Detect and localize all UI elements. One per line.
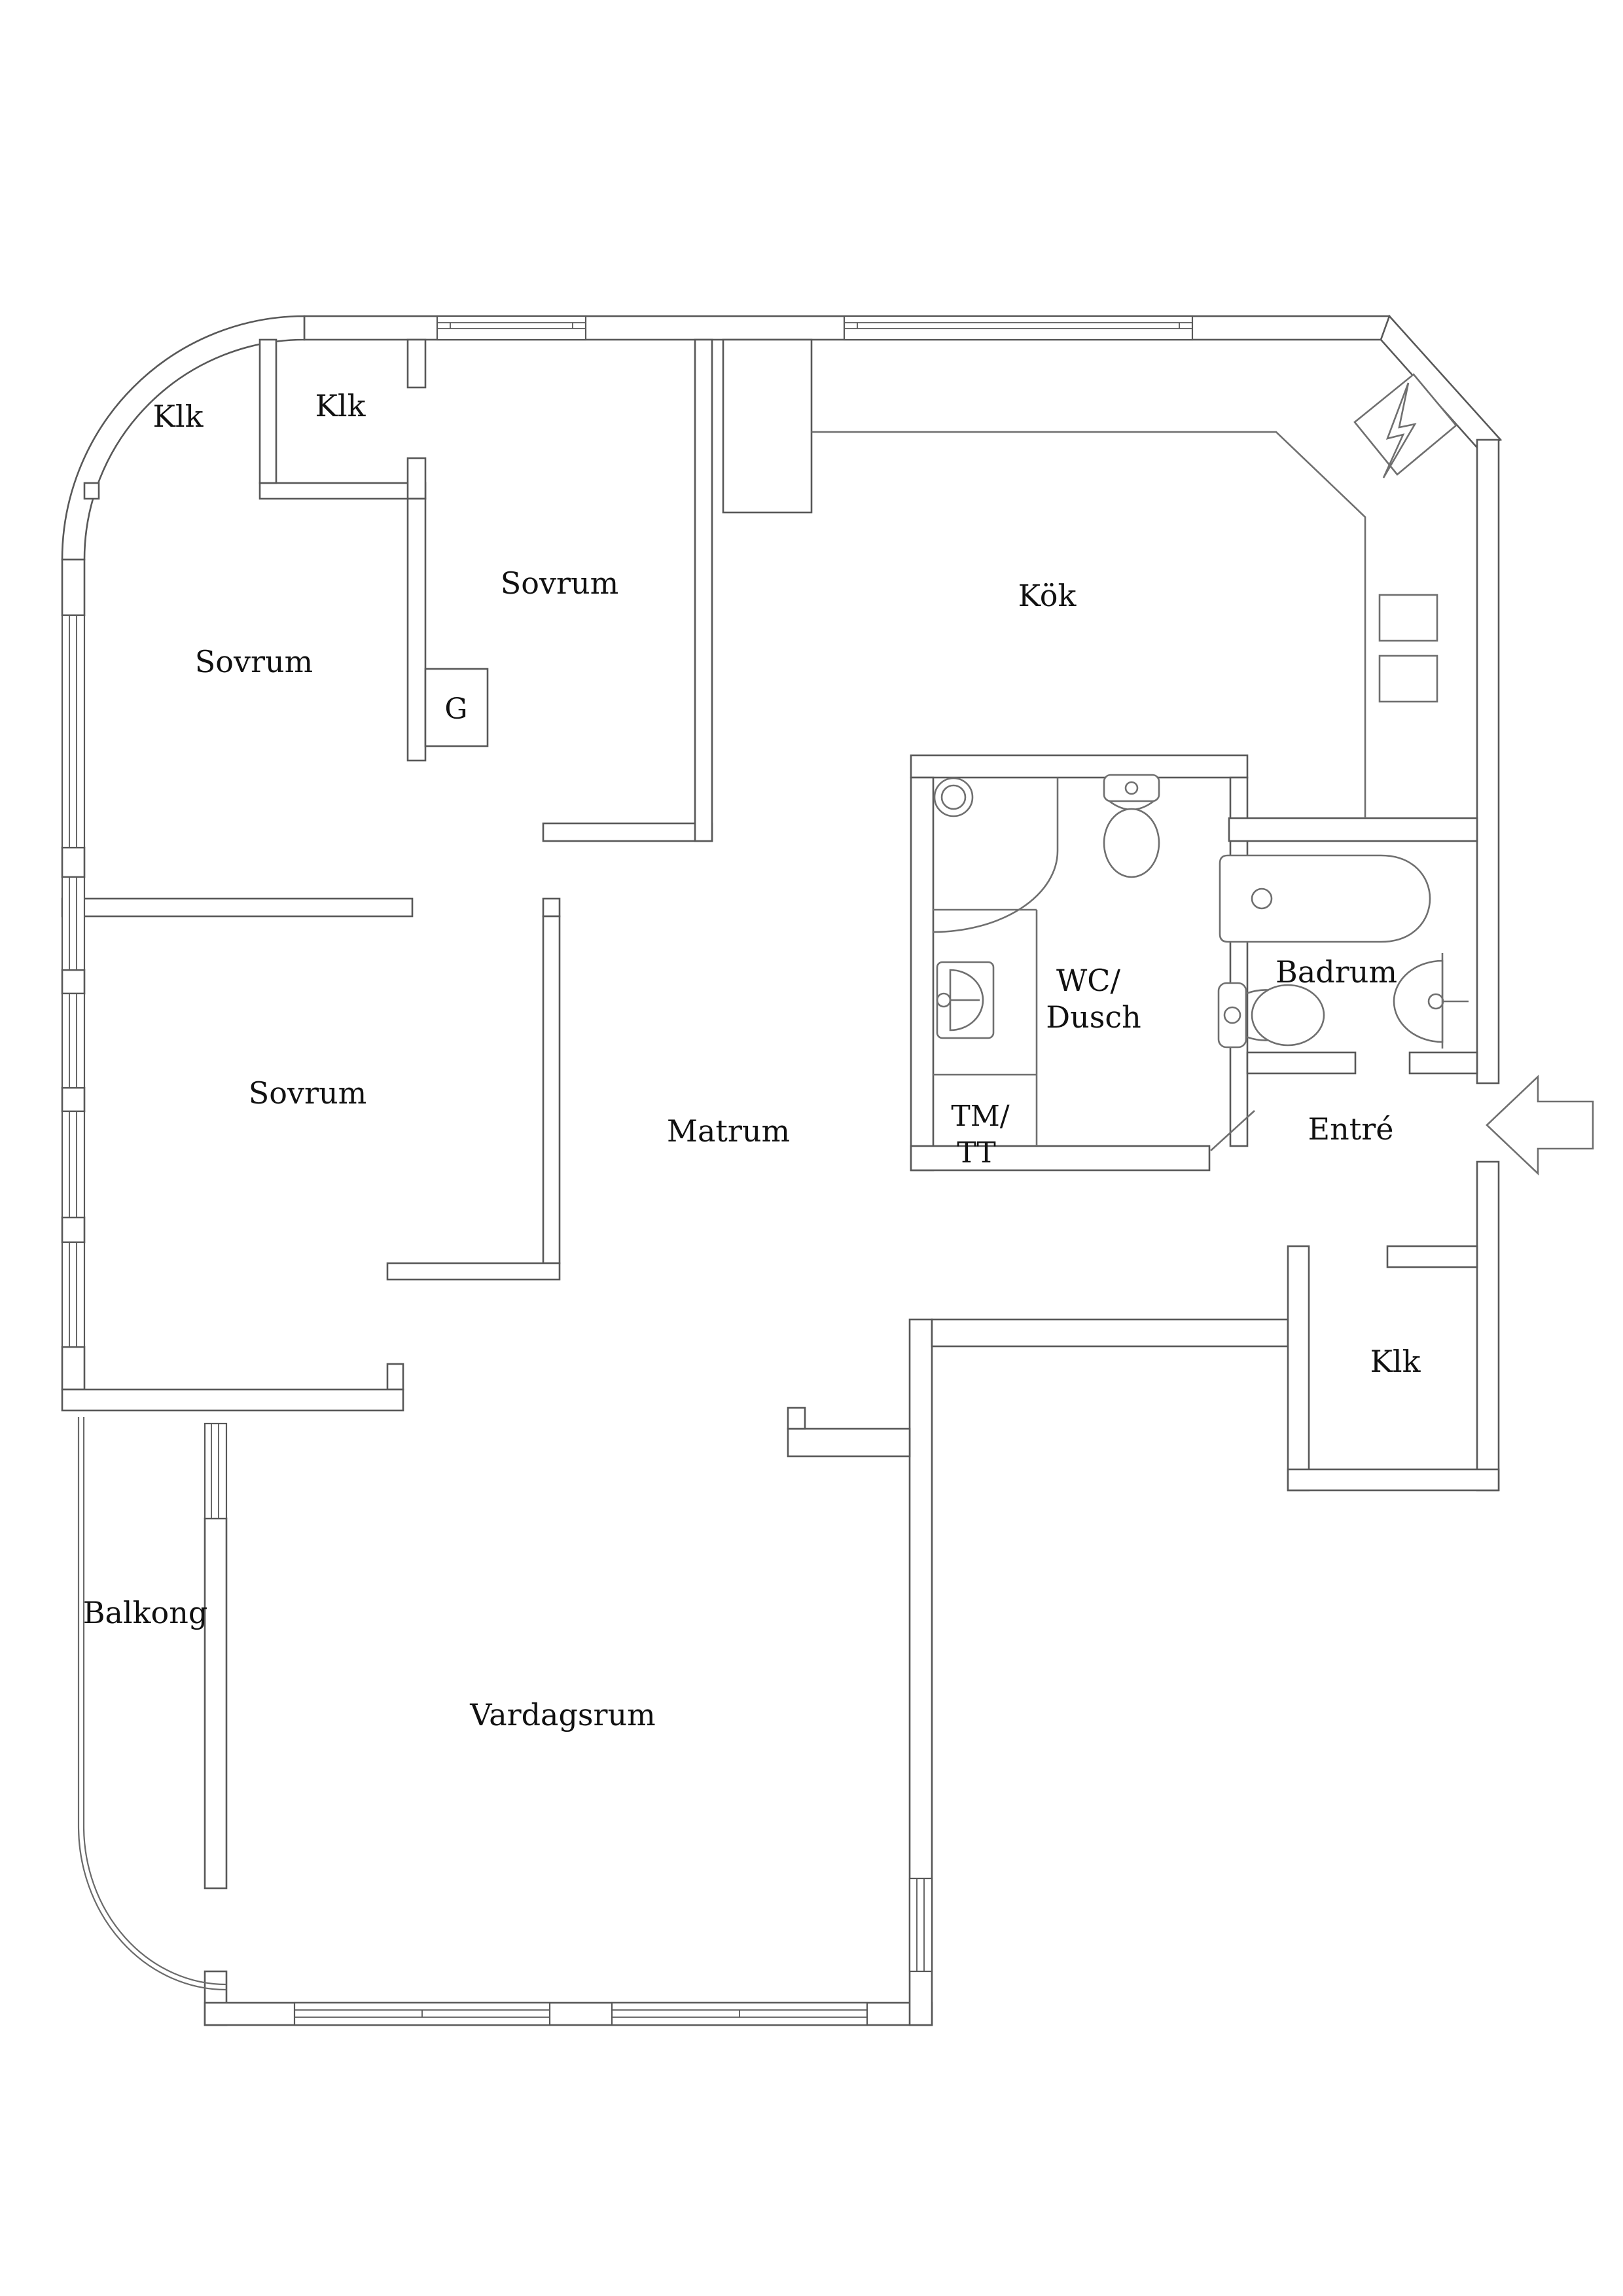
wall-wc-west (910, 776, 935, 1172)
window-livingroom-bottom-2 (611, 2001, 868, 2026)
laundry-bay (933, 908, 1038, 1146)
room-label-balcony: Balkong (83, 1595, 208, 1630)
room-label-dining: Matrum (667, 1113, 790, 1149)
window-livingroom-bottom-1 (293, 2001, 551, 2026)
wall-bedroom-top-east (694, 338, 713, 842)
wall-bedroom-top-west (406, 497, 427, 762)
wall-hallcloset-top (1386, 1245, 1478, 1268)
wall-left (61, 1346, 86, 1391)
wall-livingroom-left (204, 1517, 228, 1890)
room-label-laundry-line1: TM/ (951, 1100, 1009, 1133)
wall-wc-top (910, 754, 1249, 779)
wall-kitchen-shaft (722, 338, 813, 514)
wall-hallcloset-bottom (1287, 1468, 1500, 1492)
wall-bathroom-south-jamb (1408, 1051, 1478, 1075)
wall-bedrooms-divider (61, 897, 414, 918)
wall-livingroom-top (787, 1427, 911, 1458)
room-label-closet-top: Klk (315, 388, 366, 423)
door-jamb-bedroom-left (542, 897, 561, 918)
kitchen-counter (812, 431, 1366, 818)
room-label-kitchen: Kök (1018, 578, 1077, 613)
wall-closets-bottom (259, 482, 427, 500)
wall-left (61, 969, 86, 995)
shower-drain-icon (933, 777, 974, 817)
bathtub (1219, 854, 1431, 943)
room-label-wc-line2: Dusch (1046, 999, 1141, 1035)
toilet-wc (1103, 774, 1160, 878)
windows (61, 315, 1194, 2026)
door-jamb-bedroom-mid (386, 1363, 404, 1391)
room-label-entrance: Entré (1308, 1111, 1394, 1147)
window-left-1 (61, 614, 86, 849)
room-label-bedroom-middle: Sovrum (249, 1075, 366, 1111)
kitchen-appliance-1 (1378, 594, 1438, 642)
bathroom-fixtures (1217, 854, 1469, 1049)
shower-drain-icon (940, 784, 967, 810)
room-label-bedroom-top: Sovrum (501, 565, 618, 601)
room-label-bathroom: Badrum (1275, 954, 1397, 990)
wall-closet-divider (259, 338, 277, 484)
room-labels: Klk Klk Sovrum Kök Sovrum G Sovrum Matru… (83, 388, 1421, 1732)
window-left-2 (61, 876, 86, 971)
door-jamb-livingroom (787, 1407, 806, 1430)
wc-door-leaf (1210, 1110, 1255, 1151)
window-left-5 (61, 1241, 86, 1348)
window-livingroom-right (908, 1877, 933, 1973)
door-jamb-closet1 (83, 482, 100, 500)
wall-bedroom-mid-bottom (61, 1388, 404, 1412)
kitchen-appliance-2 (1378, 655, 1438, 703)
interior-walls (61, 338, 1500, 2026)
room-label-laundry-line2: TT (957, 1136, 996, 1170)
balcony-railing (77, 1417, 227, 1991)
wall-bedroom-top-bottom (542, 822, 713, 842)
wall-bedroom-mid-east (542, 915, 561, 1265)
toilet-bathroom (1217, 982, 1325, 1049)
balcony-door (204, 1422, 228, 1520)
wc-shower-fixtures (933, 774, 1255, 1151)
shower-door-arc (933, 850, 1059, 933)
room-label-bedroom-left: Sovrum (195, 644, 313, 679)
wall-closet2-right-stub (406, 338, 427, 389)
room-label-wardrobe: G (444, 692, 467, 726)
wall-rounded-corner (61, 315, 306, 561)
entrance-arrow-icon (1486, 1074, 1594, 1176)
washbasin-wc (936, 961, 995, 1039)
wall-closet2-right (406, 457, 427, 500)
window-top-bedroom (436, 315, 587, 341)
window-left-3 (61, 992, 86, 1089)
kitchen-fittings (812, 373, 1457, 818)
room-label-closet-hall: Klk (1370, 1344, 1421, 1379)
washbasin-bathroom (1393, 953, 1469, 1049)
window-top-kitchen (843, 315, 1194, 341)
wall-hallcloset-left (1287, 1245, 1310, 1492)
wall-right-upper (1476, 439, 1500, 1085)
wall-bathroom-south (1246, 1051, 1357, 1075)
window-left-4 (61, 1110, 86, 1219)
wall-bathroom-top (1228, 817, 1478, 842)
room-label-wc-line1: WC/ (1056, 963, 1120, 998)
room-label-livingroom: Vardagsrum (469, 1697, 656, 1732)
wardrobe-box (424, 668, 489, 747)
wall-left (61, 1216, 86, 1244)
wall-hall-bottom (931, 1318, 1289, 1348)
lightning-bolt-icon (1382, 382, 1417, 478)
wall-bedroom-mid-step (386, 1262, 561, 1281)
wall-wc-south (910, 1145, 1211, 1172)
electric-stove-symbol (1353, 373, 1457, 476)
wall-left (61, 846, 86, 878)
wall-left (61, 558, 86, 617)
wall-left (61, 1086, 86, 1113)
wall-right-lower (1476, 1160, 1500, 1492)
room-label-closet-top-left: Klk (153, 399, 204, 434)
